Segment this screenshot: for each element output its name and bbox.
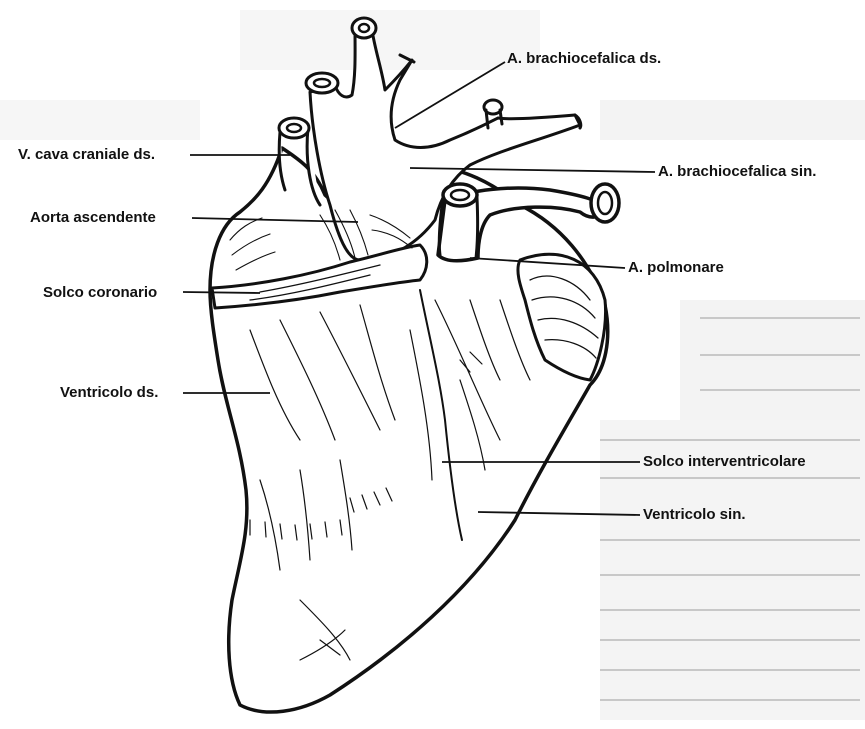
label-ventricolo-ds: Ventricolo ds. <box>60 384 159 401</box>
aorta-root-opening <box>441 182 479 208</box>
interventricular-groove <box>419 289 463 541</box>
vena-cava-opening <box>277 116 311 140</box>
label-brachiocefalica-sin: A. brachiocefalica sin. <box>658 163 817 180</box>
label-solco-interventricolare: Solco interventricolare <box>643 453 806 470</box>
label-aorta-ascendente: Aorta ascendente <box>30 209 156 226</box>
leader-brachio-ds <box>394 61 506 129</box>
aorta-branch-opening-2 <box>350 16 378 40</box>
pulmonary-opening <box>589 182 621 224</box>
leader-ventricolo-sin <box>477 511 641 516</box>
leader-coronario <box>182 291 261 294</box>
label-vena-cava-craniale: V. cava craniale ds. <box>18 146 156 163</box>
leader-polmonare <box>469 257 626 269</box>
label-brachiocefalica-ds: A. brachiocefalica ds. <box>507 50 662 67</box>
left-auricle <box>516 252 608 382</box>
leader-brachio-sin <box>409 167 656 173</box>
leader-aorta <box>191 217 359 223</box>
label-solco-coronario: Solco coronario <box>43 284 158 301</box>
label-ventricolo-sin: Ventricolo sin. <box>643 506 746 523</box>
aorta-branch-opening-1 <box>304 71 340 95</box>
coronary-groove <box>210 243 429 310</box>
label-polmonare: A. polmonare <box>628 259 724 276</box>
vena-cava-vessel <box>277 126 322 207</box>
brachio-sin-opening <box>482 98 504 116</box>
